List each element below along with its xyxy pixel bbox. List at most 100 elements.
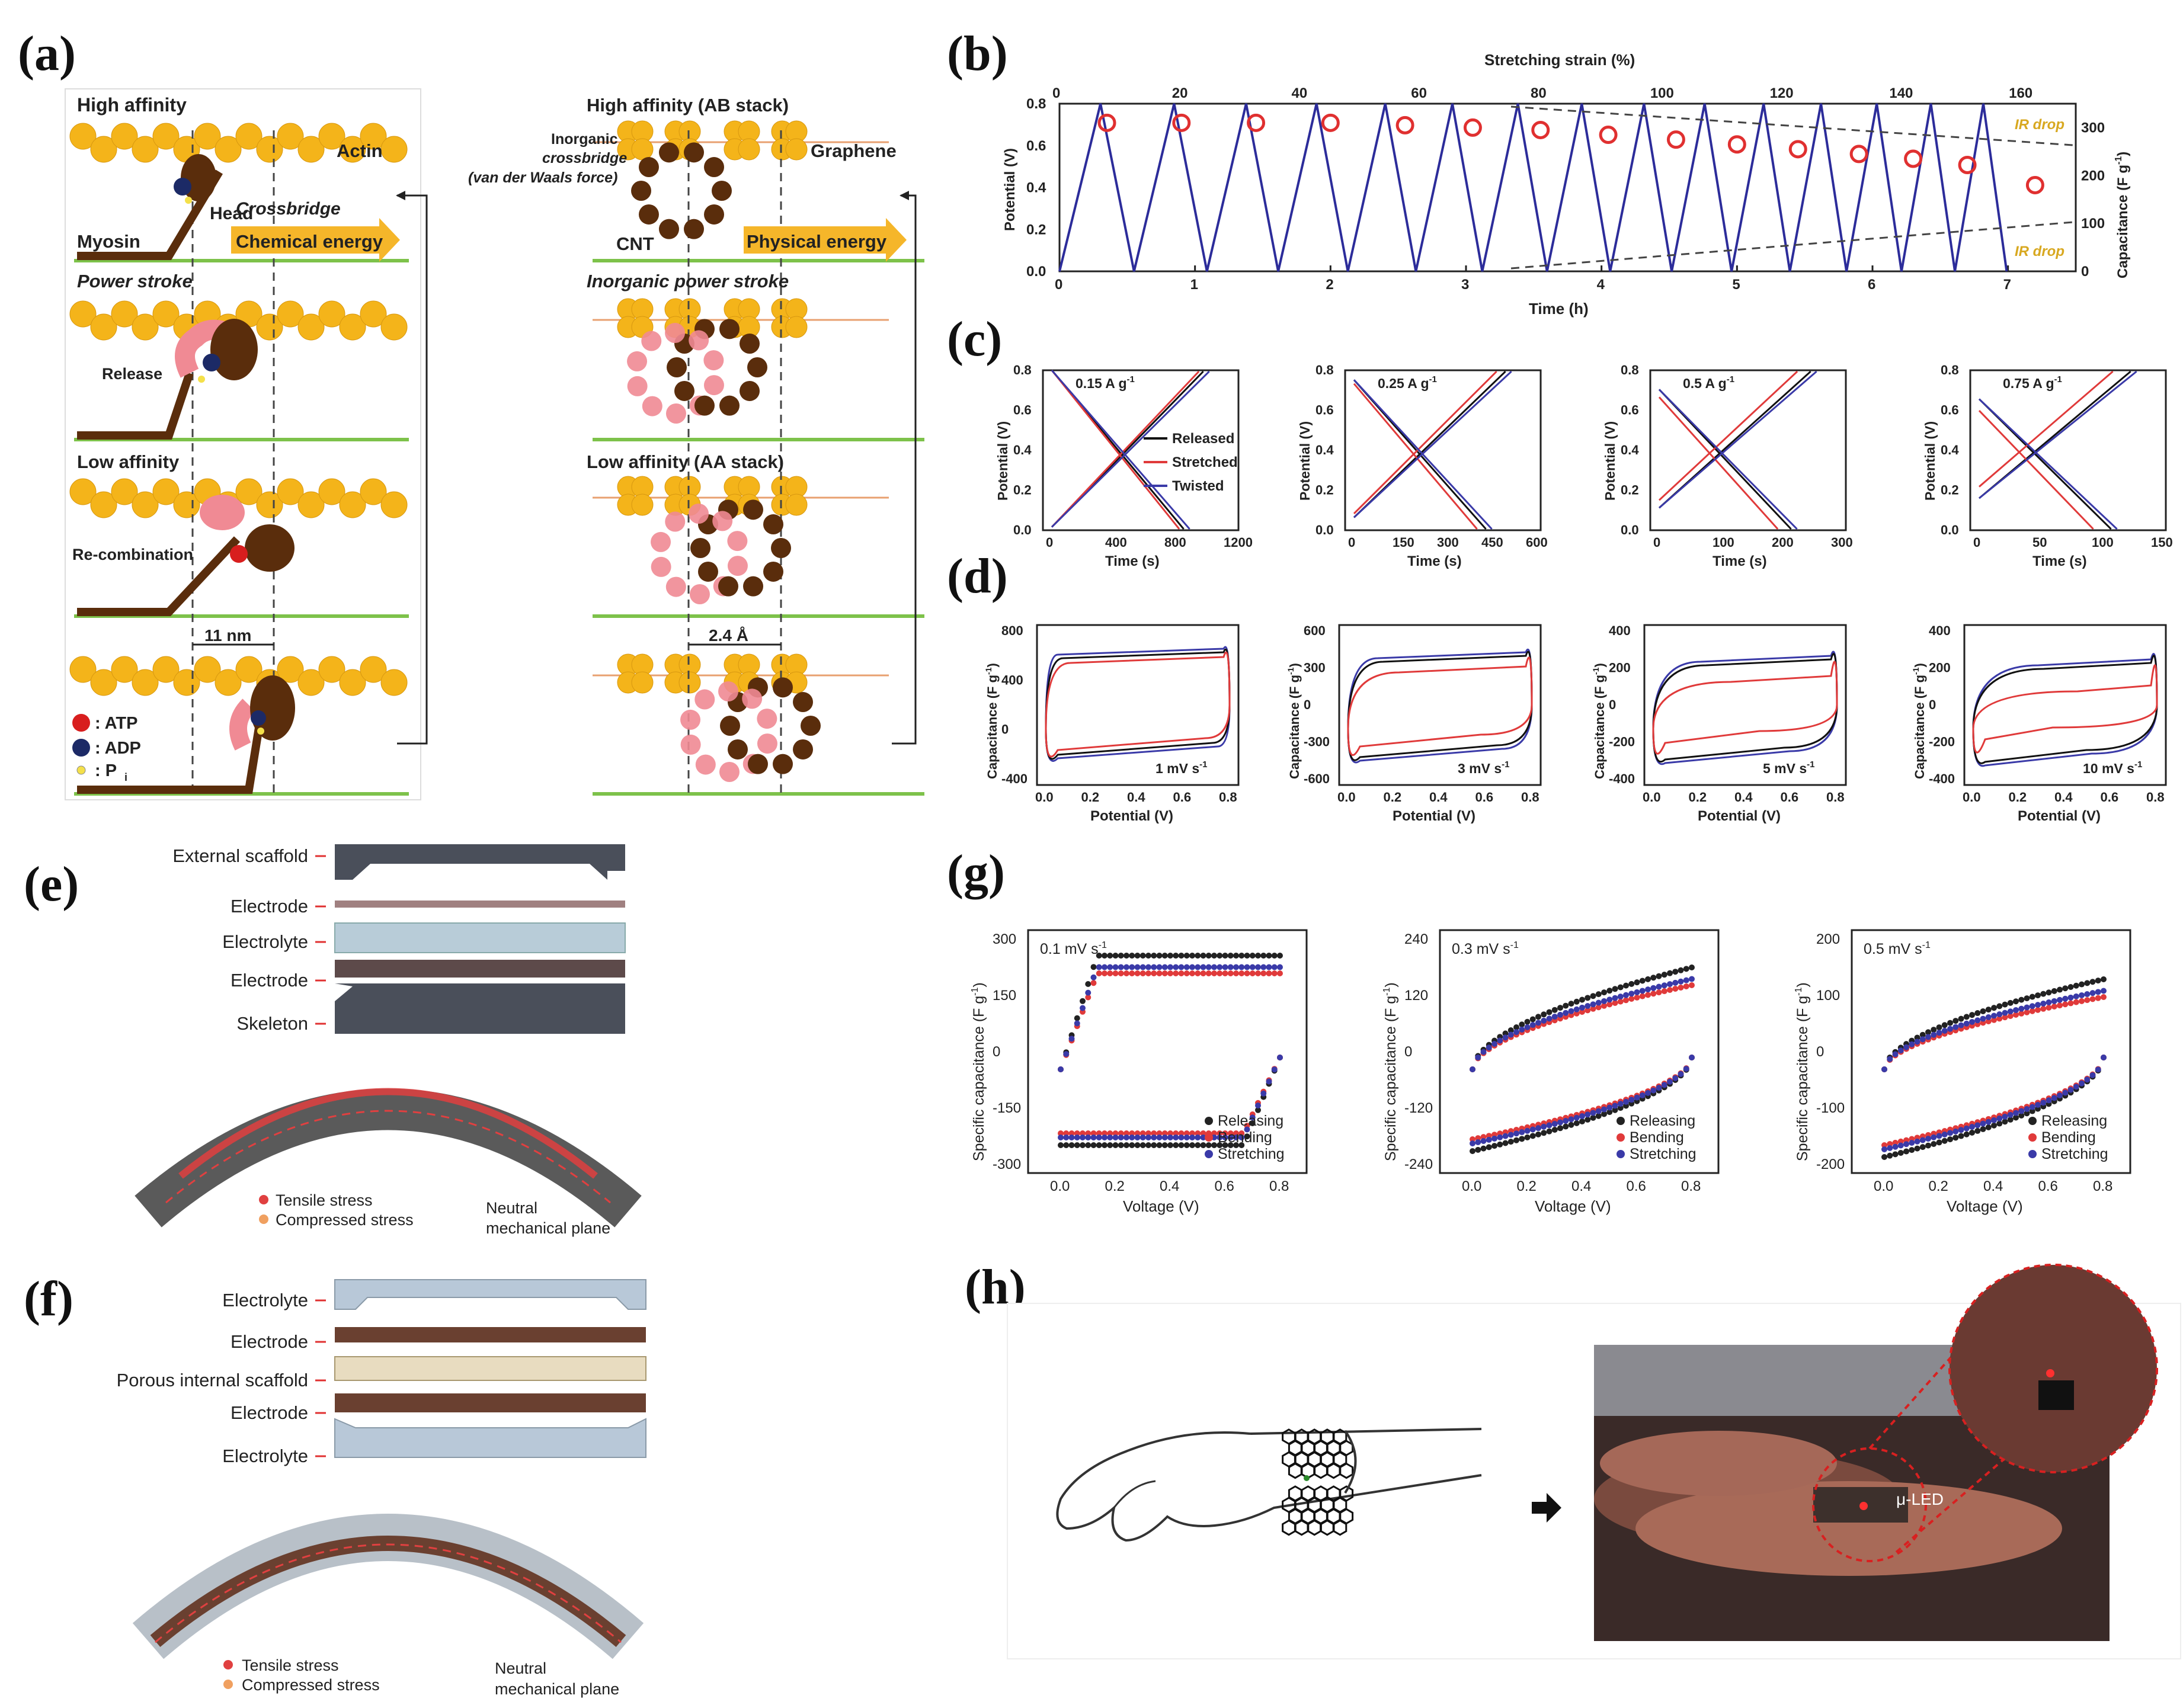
cv-point: [1563, 1123, 1569, 1130]
cv-loop: [1045, 648, 1231, 760]
cv-point: [1167, 964, 1173, 970]
c-discharge-line: [1978, 409, 2094, 530]
c-rate-label: 0.5 A g-1: [1683, 374, 1734, 391]
c-y-tick: 0.4: [1621, 443, 1639, 457]
g-y-tick: 0: [1404, 1044, 1412, 1060]
cv-point: [1102, 1135, 1107, 1140]
cv-point: [1085, 981, 1092, 987]
g-y-tick: -300: [993, 1156, 1021, 1172]
label-high-affinity: High affinity: [77, 94, 187, 116]
cv-point: [1238, 1142, 1245, 1148]
g-y-tick: 300: [993, 931, 1016, 947]
c-charge-line: [1051, 370, 1200, 528]
cv-point: [1222, 964, 1228, 970]
cv-point: [1178, 964, 1185, 970]
actin-monomer: [380, 669, 408, 696]
cnt-atom: [763, 514, 784, 535]
cv-point: [2073, 1084, 2079, 1090]
label-vdw: (van der Waals force): [468, 169, 617, 186]
c-x-tick: 300: [1831, 535, 1853, 550]
g-y-tick: 240: [1404, 931, 1428, 947]
cv-point: [1645, 986, 1651, 993]
cv-point: [1222, 1130, 1228, 1136]
cv-point: [1595, 1113, 1602, 1119]
layer-label: Electrode: [231, 1331, 308, 1352]
d-y-tick: 600: [1304, 623, 1326, 638]
d-y-tick: -200: [1929, 735, 1955, 749]
cnt-atom-shadow: [718, 681, 739, 702]
cv-point: [1178, 1130, 1185, 1136]
cv-point: [1892, 1051, 1899, 1058]
cv-point: [1656, 973, 1662, 979]
cv-point: [1579, 1009, 1585, 1015]
g-x-tick: 0.6: [1215, 1178, 1234, 1194]
d-rate-label: 10 mV s-1: [2083, 760, 2142, 776]
cv-point: [1601, 1002, 1607, 1009]
layer-label: Electrolyte: [222, 931, 308, 952]
cv-point: [1551, 1120, 1558, 1127]
label-graphene: Graphene: [811, 140, 897, 161]
actin-monomer: [194, 656, 221, 683]
cv-point: [1601, 989, 1607, 996]
cv-point: [1914, 1138, 1920, 1145]
cv-point: [1200, 1135, 1206, 1140]
cv-point: [2073, 999, 2079, 1005]
actin-monomer: [277, 123, 304, 150]
capacitance-point: [1247, 113, 1266, 132]
d-x-tick: 0.4: [1127, 790, 1145, 805]
cv-point: [1628, 980, 1635, 987]
cv-point: [1557, 1119, 1563, 1126]
cv-point: [1628, 991, 1635, 997]
graphene-atom: [631, 671, 654, 694]
cv-point: [1502, 1034, 1509, 1041]
cnt-atom: [763, 561, 784, 582]
layer-label: Electrode: [231, 1402, 308, 1423]
cv-point: [1080, 1142, 1086, 1148]
cnt-atom-shadow: [651, 531, 671, 552]
cv-point: [1211, 953, 1217, 959]
cnt-atom: [747, 754, 768, 774]
cv-point: [1085, 989, 1092, 996]
cv-point: [1134, 970, 1141, 976]
c-y-tick: 0.2: [1315, 483, 1334, 498]
cv-point: [1502, 1030, 1509, 1037]
cv-point: [1249, 1114, 1256, 1121]
cv-point: [1546, 1015, 1553, 1022]
cv-point: [1958, 1133, 1964, 1139]
actin-monomer: [235, 478, 263, 505]
cv-point: [1925, 1136, 1931, 1142]
cv-point: [1541, 1017, 1547, 1024]
cv-point: [2051, 1003, 2057, 1010]
cv-point: [1107, 1142, 1113, 1148]
cv-point: [1639, 993, 1646, 999]
cv-point: [2084, 991, 2091, 998]
d-rate-label: 1 mV s-1: [1155, 760, 1208, 776]
cv-point: [1173, 1130, 1179, 1136]
cv-point: [1266, 1078, 1272, 1085]
cv-point: [1151, 1130, 1157, 1136]
x-tick-label: 2: [1326, 277, 1333, 293]
cv-point: [2046, 989, 2052, 996]
cv-point: [1123, 970, 1129, 976]
g-ylabel: Specific capacitance (F g-1): [1794, 982, 1811, 1161]
actin-monomer: [297, 313, 325, 341]
y-tick-label: 0.0: [1026, 264, 1046, 280]
cv-point: [1897, 1047, 1904, 1054]
g-legend-label: Releasing: [2041, 1113, 2107, 1129]
cv-point: [2013, 1114, 2019, 1121]
actin-monomer: [90, 491, 117, 518]
cv-point: [1497, 1141, 1503, 1148]
cv-point: [1639, 988, 1646, 994]
actin-monomer: [380, 136, 408, 163]
x-tick-label: 4: [1597, 277, 1605, 293]
cv-loop: [1347, 656, 1533, 756]
cv-point: [2046, 1097, 2052, 1104]
cv-point: [1903, 1044, 1909, 1050]
d-ylabel: Capacitance (F g-1): [1286, 663, 1302, 779]
cv-point: [1529, 1016, 1536, 1023]
cv-point: [1974, 1122, 1981, 1129]
cv-point: [1074, 1135, 1080, 1140]
x-tick-label: 1: [1190, 277, 1198, 293]
